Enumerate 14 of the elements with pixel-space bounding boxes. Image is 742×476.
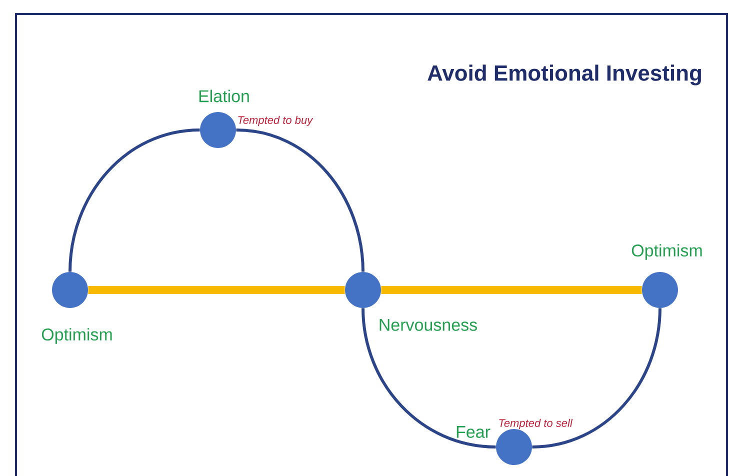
node-label: Optimism [632,244,702,260]
arc-line [532,308,662,448]
annotation: Tempted to sell [499,418,573,430]
annotation: Tempted to buy [238,116,314,126]
arc-line [236,128,364,272]
title: Avoid Emotional Investing [428,64,701,86]
arc-line [362,308,496,448]
node-label: Elation [199,90,249,102]
node-label: Fear [456,426,490,438]
connector [88,286,345,294]
arc-line [68,128,200,272]
node-label: Nervousness [380,319,477,331]
connector [381,286,642,294]
node-label: Optimism [42,328,112,344]
